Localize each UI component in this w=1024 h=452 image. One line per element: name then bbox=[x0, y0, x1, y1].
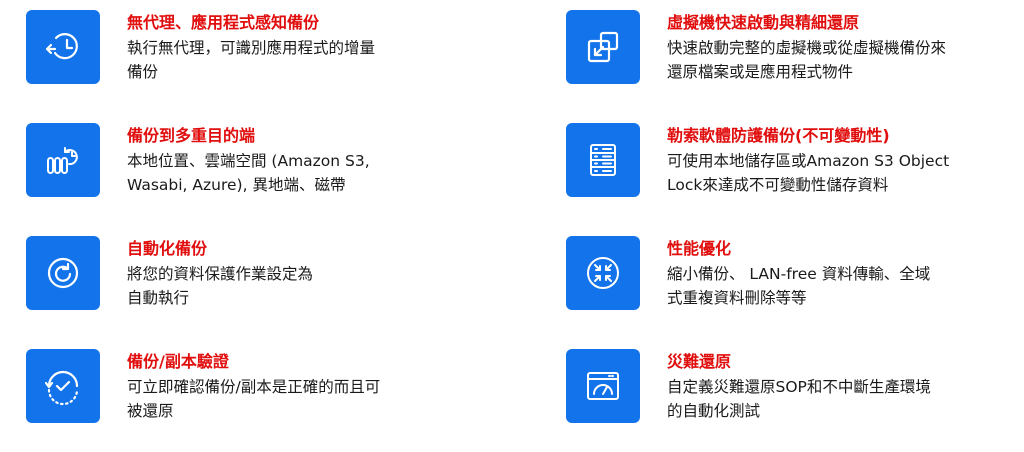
feature-description: 將您的資料保護作業設定為 自動執行 bbox=[127, 262, 457, 310]
feature-performance: 性能優化 縮小備份、 LAN-free 資料傳輸、全域 式重複資料刪除等等 bbox=[566, 236, 1006, 336]
description-line: 自動執行 bbox=[127, 289, 190, 307]
description-line: 備份 bbox=[127, 63, 159, 81]
description-line: 自定義災難還原SOP和不中斷生產環境 bbox=[667, 378, 931, 396]
feature-description: 縮小備份、 LAN-free 資料傳輸、全域 式重複資料刪除等等 bbox=[667, 262, 997, 310]
feature-disaster-recovery: 災難還原 自定義災難還原SOP和不中斷生產環境 的自動化測試 bbox=[566, 349, 1006, 449]
agentless-backup-clock-icon bbox=[26, 10, 100, 84]
feature-description: 自定義災難還原SOP和不中斷生產環境 的自動化測試 bbox=[667, 375, 997, 423]
feature-title: 無代理、應用程式感知備份 bbox=[127, 13, 320, 32]
description-line: Wasabi, Azure), 異地端、磁帶 bbox=[127, 176, 346, 194]
feature-title: 虛擬機快速啟動與精細還原 bbox=[667, 13, 860, 32]
feature-backup-verification: 備份/副本驗證 可立即確認備份/副本是正確的而且可 被還原 bbox=[26, 349, 466, 449]
feature-title: 自動化備份 bbox=[127, 239, 208, 258]
feature-text: 虛擬機快速啟動與精細還原 快速啟動完整的虛擬機或從虛擬機備份來 還原檔案或是應用… bbox=[667, 12, 997, 84]
description-line: Lock來達成不可變動性儲存資料 bbox=[667, 176, 889, 194]
feature-automated-backup: 自動化備份 將您的資料保護作業設定為 自動執行 bbox=[26, 236, 466, 336]
description-line: 的自動化測試 bbox=[667, 402, 761, 420]
instant-vm-restore-icon bbox=[566, 10, 640, 84]
feature-instant-restore: 虛擬機快速啟動與精細還原 快速啟動完整的虛擬機或從虛擬機備份來 還原檔案或是應用… bbox=[566, 10, 1006, 110]
description-line: 將您的資料保護作業設定為 bbox=[127, 265, 314, 283]
multi-destination-storage-icon bbox=[26, 123, 100, 197]
feature-text: 備份/副本驗證 可立即確認備份/副本是正確的而且可 被還原 bbox=[127, 351, 457, 423]
feature-title: 災難還原 bbox=[667, 352, 732, 371]
immutable-storage-server-icon bbox=[566, 123, 640, 197]
feature-multi-destination: 備份到多重目的端 本地位置、雲端空間 (Amazon S3, Wasabi, A… bbox=[26, 123, 466, 223]
feature-description: 可立即確認備份/副本是正確的而且可 被還原 bbox=[127, 375, 457, 423]
feature-title: 備份/副本驗證 bbox=[127, 352, 229, 371]
description-line: 式重複資料刪除等等 bbox=[667, 289, 807, 307]
feature-description: 執行無代理，可識別應用程式的增量 備份 bbox=[127, 36, 457, 84]
description-line: 還原檔案或是應用程式物件 bbox=[667, 63, 854, 81]
disaster-recovery-gauge-icon bbox=[566, 349, 640, 423]
description-line: 本地位置、雲端空間 (Amazon S3, bbox=[127, 152, 370, 170]
feature-text: 自動化備份 將您的資料保護作業設定為 自動執行 bbox=[127, 238, 457, 310]
feature-title: 備份到多重目的端 bbox=[127, 126, 256, 145]
feature-text: 備份到多重目的端 本地位置、雲端空間 (Amazon S3, Wasabi, A… bbox=[127, 125, 457, 197]
description-line: 被還原 bbox=[127, 402, 174, 420]
feature-text: 勒索軟體防護備份(不可變動性) 可使用本地儲存區或Amazon S3 Objec… bbox=[667, 125, 997, 197]
automated-backup-icon bbox=[26, 236, 100, 310]
feature-title: 性能優化 bbox=[667, 239, 732, 258]
feature-title: 勒索軟體防護備份(不可變動性) bbox=[667, 126, 890, 145]
description-line: 可立即確認備份/副本是正確的而且可 bbox=[127, 378, 381, 396]
feature-text: 災難還原 自定義災難還原SOP和不中斷生產環境 的自動化測試 bbox=[667, 351, 997, 423]
feature-description: 本地位置、雲端空間 (Amazon S3, Wasabi, Azure), 異地… bbox=[127, 149, 457, 197]
feature-text: 無代理、應用程式感知備份 執行無代理，可識別應用程式的增量 備份 bbox=[127, 12, 457, 84]
description-line: 快速啟動完整的虛擬機或從虛擬機備份來 bbox=[667, 39, 947, 57]
feature-agentless-backup: 無代理、應用程式感知備份 執行無代理，可識別應用程式的增量 備份 bbox=[26, 10, 466, 110]
feature-ransomware-protection: 勒索軟體防護備份(不可變動性) 可使用本地儲存區或Amazon S3 Objec… bbox=[566, 123, 1006, 223]
description-line: 可使用本地儲存區或Amazon S3 Object bbox=[667, 152, 950, 170]
description-line: 執行無代理，可識別應用程式的增量 bbox=[127, 39, 376, 57]
feature-description: 快速啟動完整的虛擬機或從虛擬機備份來 還原檔案或是應用程式物件 bbox=[667, 36, 997, 84]
performance-compress-icon bbox=[566, 236, 640, 310]
description-line: 縮小備份、 LAN-free 資料傳輸、全域 bbox=[667, 265, 931, 283]
backup-verification-check-icon bbox=[26, 349, 100, 423]
feature-description: 可使用本地儲存區或Amazon S3 Object Lock來達成不可變動性儲存… bbox=[667, 149, 997, 197]
feature-text: 性能優化 縮小備份、 LAN-free 資料傳輸、全域 式重複資料刪除等等 bbox=[667, 238, 997, 310]
